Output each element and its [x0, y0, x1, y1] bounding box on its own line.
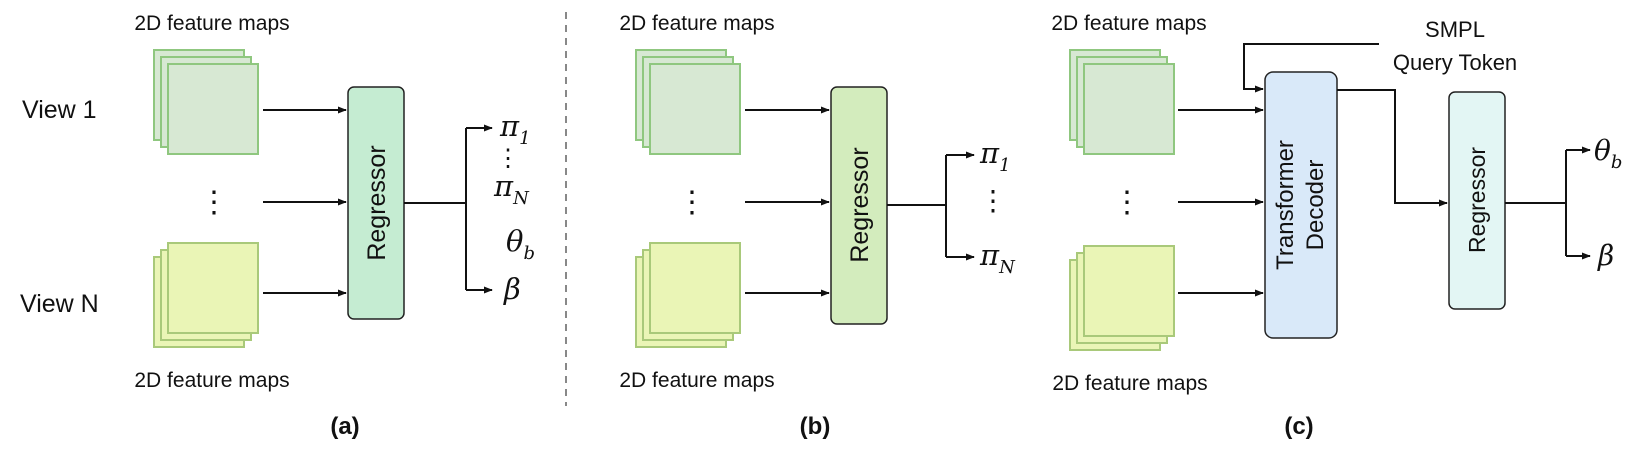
panel-a: 2D feature maps View 1 View N ⋮ Regresso… [20, 12, 535, 440]
smpl-token-label-line2: Query Token [1393, 50, 1517, 75]
transformer-label-line1: Transformer [1272, 140, 1299, 270]
panel-a-beta: β [503, 272, 521, 306]
panel-b: 2D feature maps ⋮ Regressor π1 ⋮ πN 2D f… [619, 12, 1016, 440]
panel-a-piN: πN [493, 169, 530, 209]
panel-a-top-maps-label: 2D feature maps [134, 12, 289, 35]
transformer-label-line2: Decoder [1302, 160, 1329, 251]
panel-b-top-maps-label: 2D feature maps [619, 12, 774, 35]
panel-a-bottom-maps-label: 2D feature maps [134, 369, 289, 392]
panel-a-yellow-feature-stack [153, 242, 259, 348]
panel-a-theta-b: θb [506, 224, 535, 264]
panel-b-view-dots: ⋮ [677, 186, 707, 219]
panel-c-beta: β [1597, 239, 1614, 272]
view1-label: View 1 [22, 96, 97, 124]
panel-c-theta-b: θb [1594, 134, 1622, 173]
panel-c-caption: (c) [1284, 413, 1313, 440]
panel-a-caption: (a) [330, 413, 359, 440]
panel-b-piN: πN [979, 238, 1016, 278]
panel-b-pi1: π1 [979, 136, 1011, 176]
panel-c-bottom-maps-label: 2D feature maps [1052, 372, 1207, 395]
panel-b-yellow-feature-stack [635, 242, 741, 348]
smpl-token-arrow [1243, 43, 1379, 93]
panel-b-green-feature-stack [635, 49, 741, 155]
panel-c-view-dots: ⋮ [1112, 186, 1142, 219]
viewN-label: View N [20, 290, 99, 318]
panel-b-caption: (b) [800, 413, 831, 440]
transformer-decoder-box [1264, 71, 1338, 339]
panel-c-regressor-box [1448, 91, 1506, 310]
panel-a-green-feature-stack [153, 49, 259, 155]
panel-c-top-maps-label: 2D feature maps [1051, 12, 1206, 35]
panel-c-green-feature-stack [1069, 49, 1175, 155]
panel-c: 2D feature maps ⋮ SMPL Query Token Trans… [1051, 12, 1622, 440]
panel-b-bottom-maps-label: 2D feature maps [619, 369, 774, 392]
panel-c-yellow-feature-stack [1069, 245, 1175, 351]
panel-a-view-dots: ⋮ [199, 186, 229, 219]
panel-a-pi1: π1 [499, 109, 531, 149]
transformer-to-regressor-arrow [1337, 89, 1448, 207]
panel-b-regressor-label: Regressor [846, 147, 874, 262]
panel-a-regressor-label: Regressor [363, 145, 391, 260]
panel-b-output-dots: ⋮ [979, 185, 1007, 216]
panel-c-regressor-label: Regressor [1464, 147, 1490, 253]
panel-a-output-dots: ⋮ [496, 145, 520, 172]
smpl-token-label-line1: SMPL [1425, 17, 1485, 42]
